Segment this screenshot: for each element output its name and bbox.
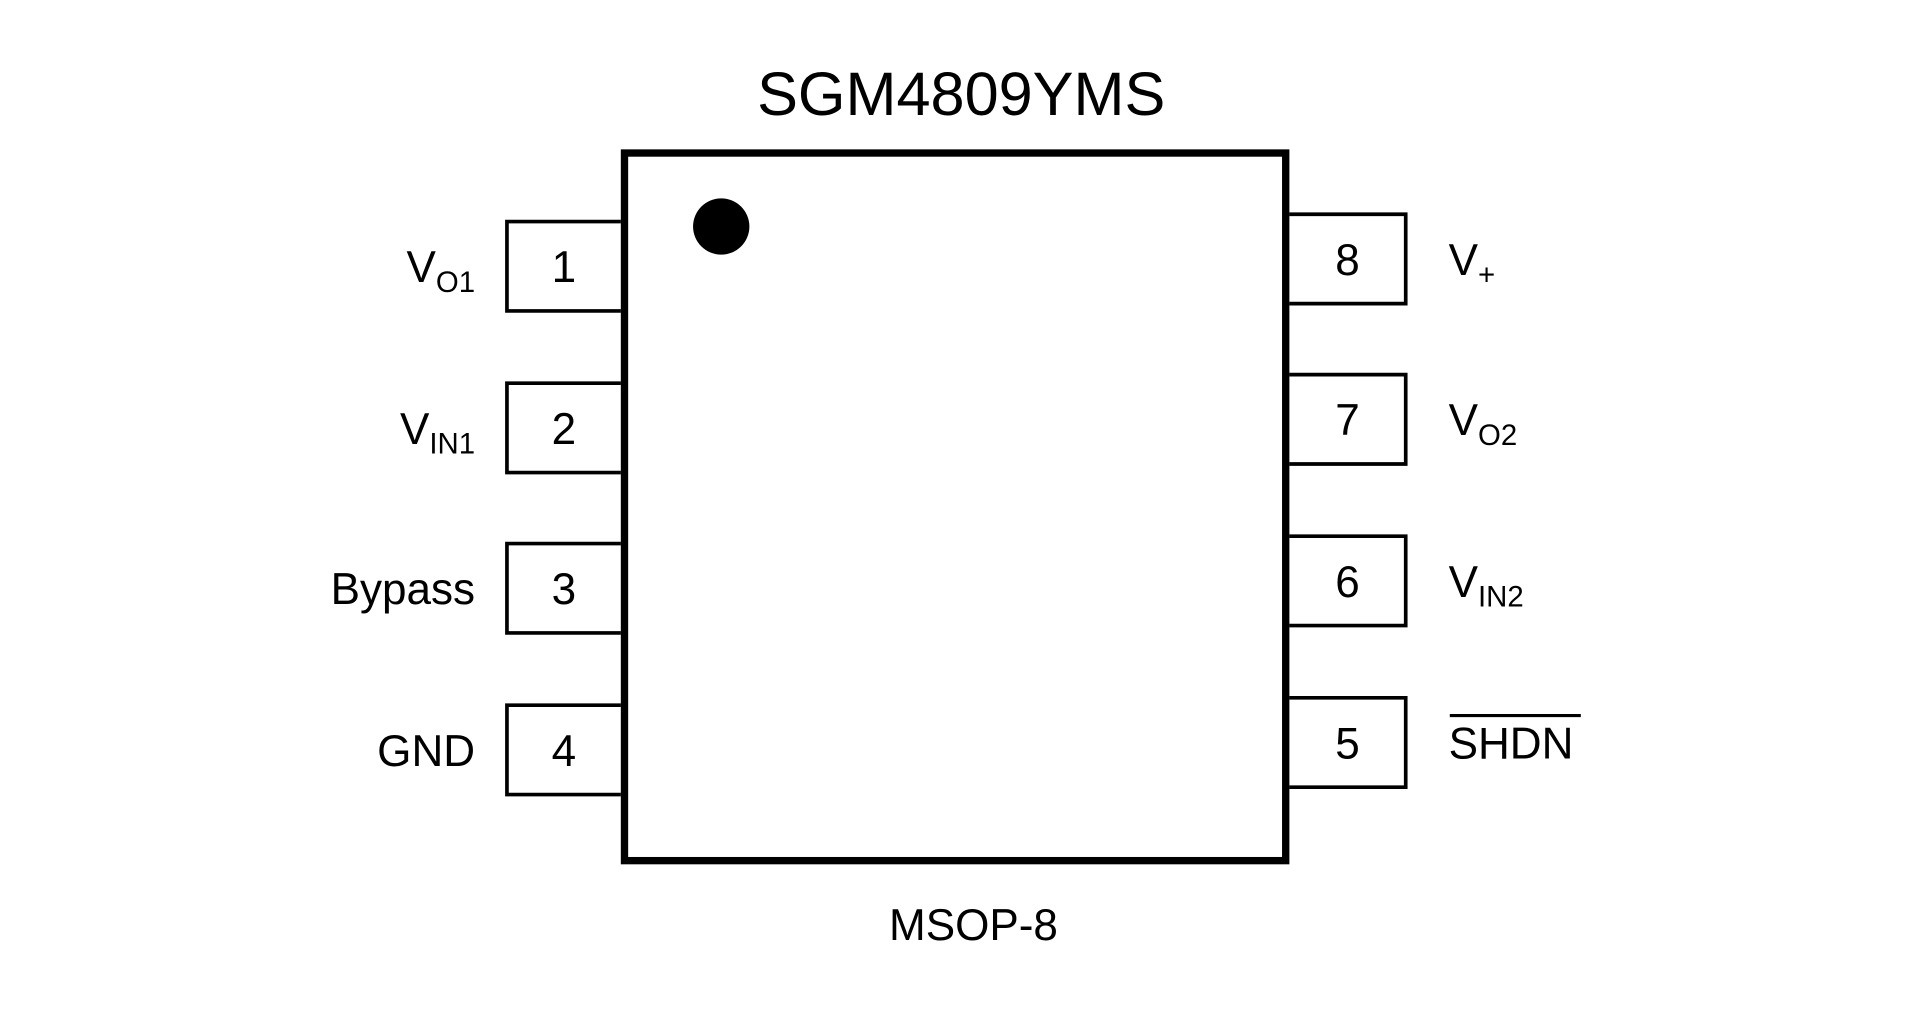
pin-number: 2 xyxy=(552,405,577,454)
pin-1: 1 VO1 xyxy=(407,219,621,313)
pin-label: VIN2 xyxy=(1449,558,1524,614)
pin-8: 8 V+ xyxy=(1289,212,1496,306)
pin-label: VO1 xyxy=(407,243,476,299)
pin-box xyxy=(505,381,621,475)
pin-3: 3 Bypass xyxy=(331,541,621,635)
pin-6: 6 VIN2 xyxy=(1289,534,1524,628)
pin-label: V+ xyxy=(1449,236,1496,292)
pin-7: 7 VO2 xyxy=(1289,372,1518,466)
pin-box xyxy=(505,541,621,635)
pin-label: VO2 xyxy=(1449,396,1518,452)
pin-number: 3 xyxy=(552,565,577,614)
pin-name: V xyxy=(1449,236,1479,285)
pin-2: 2 VIN1 xyxy=(400,381,621,475)
pin-subscript: O1 xyxy=(436,266,475,299)
pin-box xyxy=(1289,212,1408,306)
pin-name: Bypass xyxy=(331,565,476,614)
pin-number: 1 xyxy=(552,243,577,292)
pin-label: SHDN xyxy=(1449,719,1574,768)
pin-subscript: IN2 xyxy=(1478,581,1524,614)
pin-name: V xyxy=(1449,396,1479,445)
pin-label: GND xyxy=(377,727,475,776)
pin-box xyxy=(1289,695,1408,790)
chip-body xyxy=(620,149,1290,865)
pin-box xyxy=(505,703,621,797)
package-label: MSOP-8 xyxy=(889,901,1058,950)
pin-subscript: + xyxy=(1478,259,1495,292)
pin-number: 5 xyxy=(1335,719,1360,768)
chip-title: SGM4809YMS xyxy=(757,60,1165,128)
pin-5: 5 SHDN xyxy=(1289,695,1581,790)
pin-number: 8 xyxy=(1335,236,1360,285)
pin-subscript: IN1 xyxy=(429,428,475,461)
pin-4: 4 GND xyxy=(377,703,621,797)
pin1-indicator-dot xyxy=(693,198,750,255)
pin-subscript: O2 xyxy=(1478,419,1517,452)
pin-box xyxy=(1289,372,1408,466)
pin-name: V xyxy=(1449,558,1479,607)
pin-name: SHDN xyxy=(1449,719,1574,768)
pin-box xyxy=(505,219,621,313)
pin-box xyxy=(1289,534,1408,628)
pin-name: GND xyxy=(377,727,475,776)
pin-name: V xyxy=(407,243,437,292)
pin-number: 6 xyxy=(1335,558,1360,607)
pin-label: VIN1 xyxy=(400,405,475,461)
pin-name: V xyxy=(400,405,430,454)
pin-label: Bypass xyxy=(331,565,476,614)
pin-number: 4 xyxy=(552,727,577,776)
pin-number: 7 xyxy=(1335,396,1360,445)
